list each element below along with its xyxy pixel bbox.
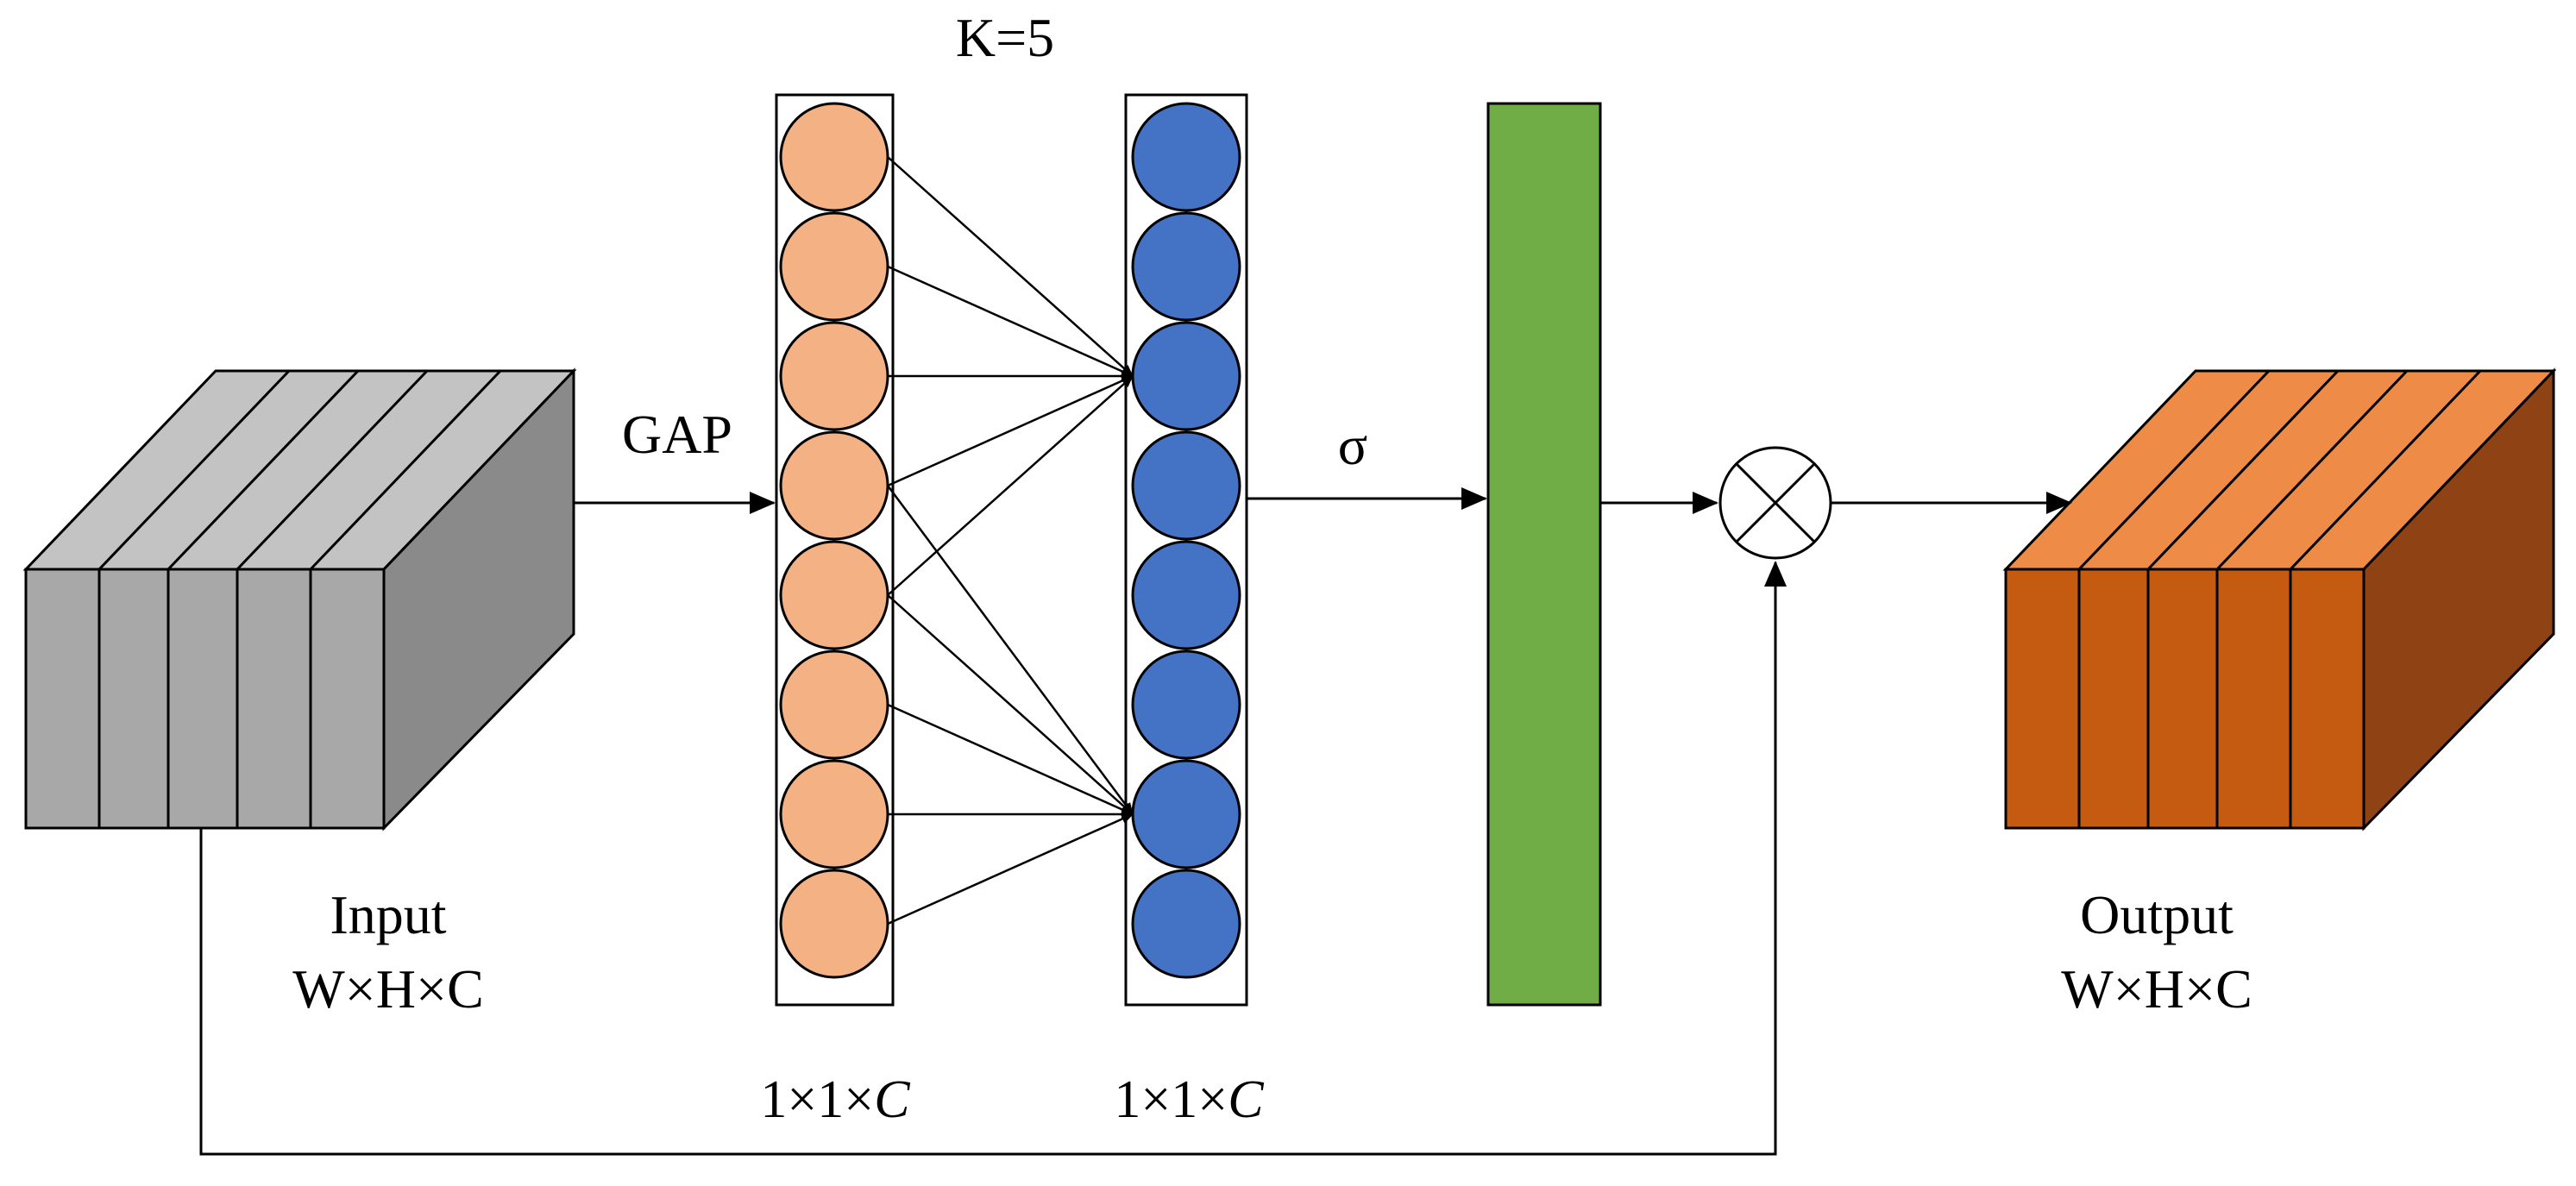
pooled-size-channel: C bbox=[874, 1070, 910, 1129]
output-front-face bbox=[2004, 568, 2366, 830]
conv-node bbox=[1131, 430, 1241, 541]
conv-connection-line bbox=[887, 156, 1134, 377]
conv-node bbox=[1131, 759, 1241, 869]
conv-node bbox=[1131, 211, 1241, 322]
pooled-node bbox=[779, 759, 889, 869]
gap-label: GAP bbox=[622, 404, 732, 465]
output-feature-map bbox=[2002, 367, 2557, 831]
output-channel-slices bbox=[2077, 369, 2482, 828]
conv-connection-line bbox=[887, 374, 1134, 487]
conv-node bbox=[1131, 869, 1241, 979]
input-title: Input bbox=[330, 884, 446, 945]
input-dimensions: W×H×C bbox=[292, 958, 484, 1020]
circled-times-icon bbox=[1718, 446, 1832, 560]
sigmoid-weights-bar bbox=[1486, 102, 1602, 1007]
pooled-node bbox=[779, 540, 889, 650]
conv-connection-line bbox=[886, 485, 1134, 815]
pooled-size-prefix: 1×1× bbox=[760, 1070, 874, 1129]
pooled-node bbox=[779, 211, 889, 322]
input-front-face bbox=[24, 568, 386, 830]
kernel-size-label: K=5 bbox=[956, 7, 1054, 68]
input-feature-map bbox=[22, 367, 577, 831]
conv-node bbox=[1131, 102, 1241, 212]
conv-node bbox=[1131, 649, 1241, 760]
conv1d-connections bbox=[886, 156, 1134, 926]
conv-connection-line bbox=[887, 265, 1134, 378]
conv-size-prefix: 1×1× bbox=[1114, 1070, 1228, 1129]
pooled-node bbox=[779, 430, 889, 541]
pooled-node bbox=[779, 869, 889, 979]
conv-connection-line bbox=[887, 703, 1134, 816]
output-title: Output bbox=[2080, 884, 2234, 945]
pooled-node bbox=[779, 102, 889, 212]
skip-connection-arrow bbox=[199, 561, 1787, 1156]
conv-vector-size: 1×1×C bbox=[1114, 1070, 1264, 1129]
pooled-node bbox=[779, 321, 889, 431]
input-channel-slices bbox=[97, 369, 502, 828]
conv-node bbox=[1131, 540, 1241, 650]
pooled-node bbox=[779, 649, 889, 760]
output-dimensions: W×H×C bbox=[2061, 958, 2252, 1020]
pooled-vector-nodes bbox=[779, 102, 889, 979]
conv-connection-line bbox=[887, 813, 1134, 926]
conv-node bbox=[1131, 321, 1241, 431]
conv-vector-nodes bbox=[1131, 102, 1241, 979]
conv-size-channel: C bbox=[1228, 1070, 1264, 1129]
sigma-label: σ bbox=[1338, 415, 1368, 476]
conv-connection-line bbox=[887, 375, 1134, 596]
pooled-vector-size: 1×1×C bbox=[760, 1070, 910, 1129]
conv-connection-line bbox=[887, 594, 1134, 815]
